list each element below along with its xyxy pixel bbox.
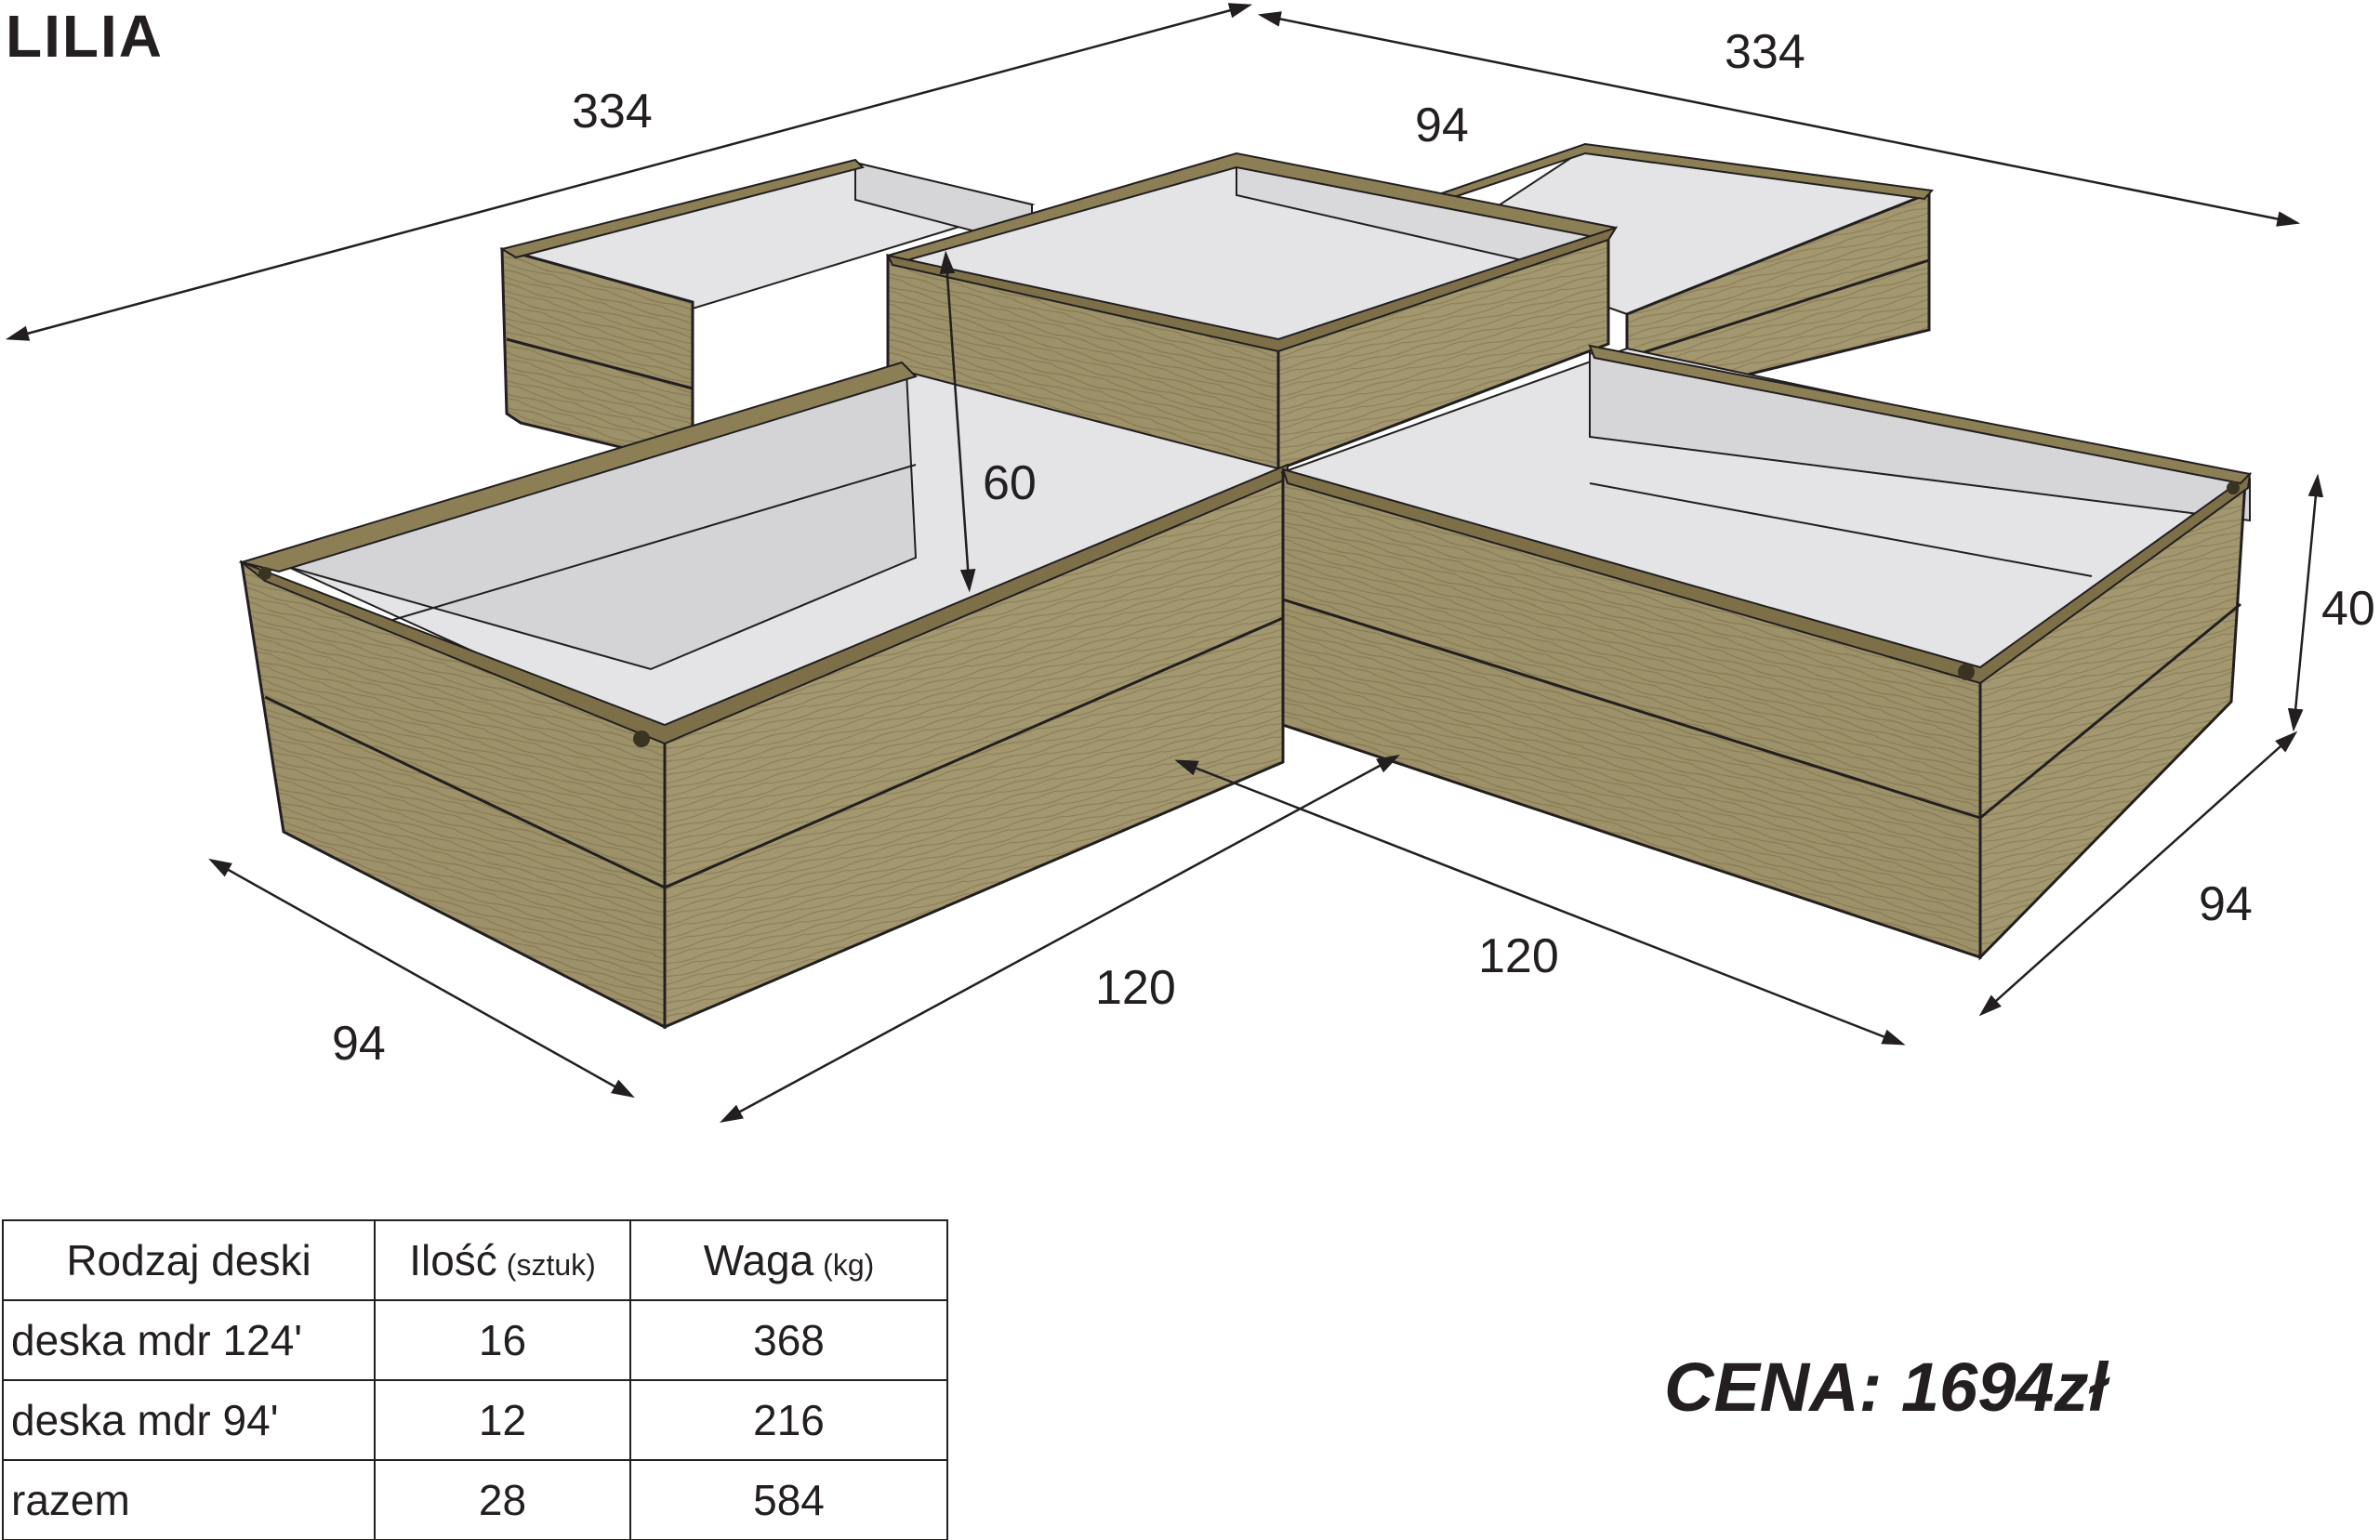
dim-height-label: 40 [2321, 582, 2375, 636]
back-right-box-board-seam [1626, 258, 1930, 360]
dim-front-right-width-label: 94 [2199, 877, 2253, 931]
front-right-box [1279, 344, 2253, 961]
front-right-box-rim-back [1588, 344, 2253, 485]
header-weight-unit: (kg) [823, 1248, 875, 1282]
dim-front-left-width-line [208, 858, 635, 1099]
row-weight: 216 [629, 1379, 948, 1461]
front-left-box [238, 361, 1296, 1030]
row-board-name: deska mdr 94' [2, 1379, 376, 1461]
dim-height-line [2287, 473, 2324, 732]
header-quantity-label: Ilość [409, 1236, 497, 1284]
dim-front-right-width-line [1978, 731, 2298, 1017]
dimension-lines [5, 3, 2324, 1123]
row-total-quantity: 28 [374, 1459, 631, 1540]
dimension-labels: 334 334 94 60 40 94 120 120 94 [332, 25, 2375, 1071]
raised-bed-drawing: 334 334 94 60 40 94 120 120 94 [5, 3, 2375, 1123]
dim-center-width-label: 94 [1415, 99, 1469, 152]
header-weight-label: Waga [703, 1236, 814, 1284]
row-quantity: 12 [374, 1379, 631, 1461]
header-board-type: Rodzaj deski [2, 1219, 376, 1301]
dim-front-left-length-label: 120 [1095, 961, 1176, 1015]
header-weight: Waga (kg) [629, 1219, 948, 1301]
table-total-row: razem 28 584 [2, 1459, 948, 1540]
front-right-box-rim [1281, 467, 2252, 685]
header-quantity-unit: (sztuk) [506, 1248, 596, 1282]
dim-back-left-label: 334 [572, 85, 653, 138]
price-value: 1694zł [1900, 1349, 2109, 1426]
front-right-box-bolt [1958, 664, 1975, 680]
header-quantity: Ilość (sztuk) [374, 1219, 631, 1301]
row-quantity: 16 [374, 1299, 631, 1381]
back-left-box-board-seam [506, 337, 694, 390]
row-total-name: razem [2, 1459, 376, 1540]
parts-table: Rodzaj deski Ilość (sztuk) Waga (kg) deska… [2, 1219, 948, 1540]
row-board-name: deska mdr 124' [2, 1299, 376, 1381]
table-row: deska mdr 94' 12 216 [2, 1379, 948, 1461]
row-weight: 368 [629, 1299, 948, 1381]
table-row: deska mdr 124' 16 368 [2, 1299, 948, 1381]
front-right-box-inner-seam [1589, 482, 2093, 577]
dim-front-left-width-label: 94 [332, 1017, 386, 1071]
front-left-box-bolt [633, 731, 650, 747]
price-label: CENA: [1664, 1349, 1883, 1426]
dim-front-right-length-label: 120 [1478, 929, 1559, 983]
dim-depth-label: 60 [983, 456, 1037, 510]
row-total-weight: 584 [629, 1459, 948, 1540]
dim-back-right-line [1257, 11, 2301, 227]
dim-back-left-line [5, 3, 1253, 341]
dim-front-right-length-line [1174, 759, 1906, 1046]
front-left-box-bolt-2 [258, 567, 271, 580]
price: CENA: 1694zł [1664, 1348, 2108, 1427]
front-left-box-side-seam [264, 695, 666, 889]
dim-back-right-label: 334 [1725, 25, 1805, 79]
dim-depth-line [939, 250, 976, 593]
table-header-row: Rodzaj deski Ilość (sztuk) Waga (kg) [2, 1219, 948, 1301]
front-right-box-bolt-2 [2227, 481, 2240, 494]
front-left-box-inner-seam [320, 464, 917, 642]
